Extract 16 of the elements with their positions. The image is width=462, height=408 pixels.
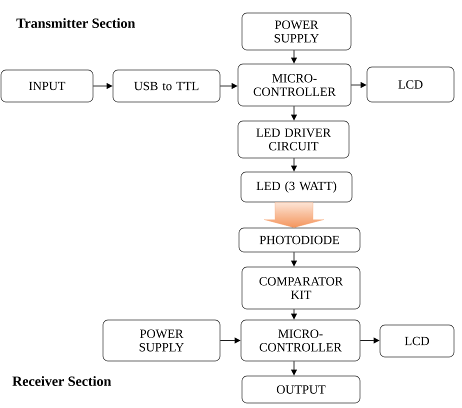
process-box: LCD bbox=[366, 66, 454, 102]
process-box: POWER SUPPLY bbox=[242, 12, 352, 50]
process-box: PHOTODIODE bbox=[238, 228, 360, 252]
process-box: MICRO- CONTROLLER bbox=[238, 64, 352, 106]
process-box: LED (3 WATT) bbox=[240, 172, 352, 202]
process-box: OUTPUT bbox=[242, 376, 360, 404]
process-box: LED DRIVER CIRCUIT bbox=[238, 120, 350, 158]
process-box: COMPARATOR KIT bbox=[242, 266, 360, 310]
section-heading: Receiver Section bbox=[12, 376, 112, 386]
process-box: MICRO- CONTROLLER bbox=[240, 320, 360, 362]
process-box: INPUT bbox=[0, 70, 94, 102]
process-box: LCD bbox=[380, 324, 454, 358]
process-box: POWER SUPPLY bbox=[102, 320, 220, 362]
section-heading: Transmitter Section bbox=[16, 18, 136, 28]
block-arrow bbox=[264, 202, 324, 228]
process-box: USB to TTL bbox=[112, 70, 220, 102]
